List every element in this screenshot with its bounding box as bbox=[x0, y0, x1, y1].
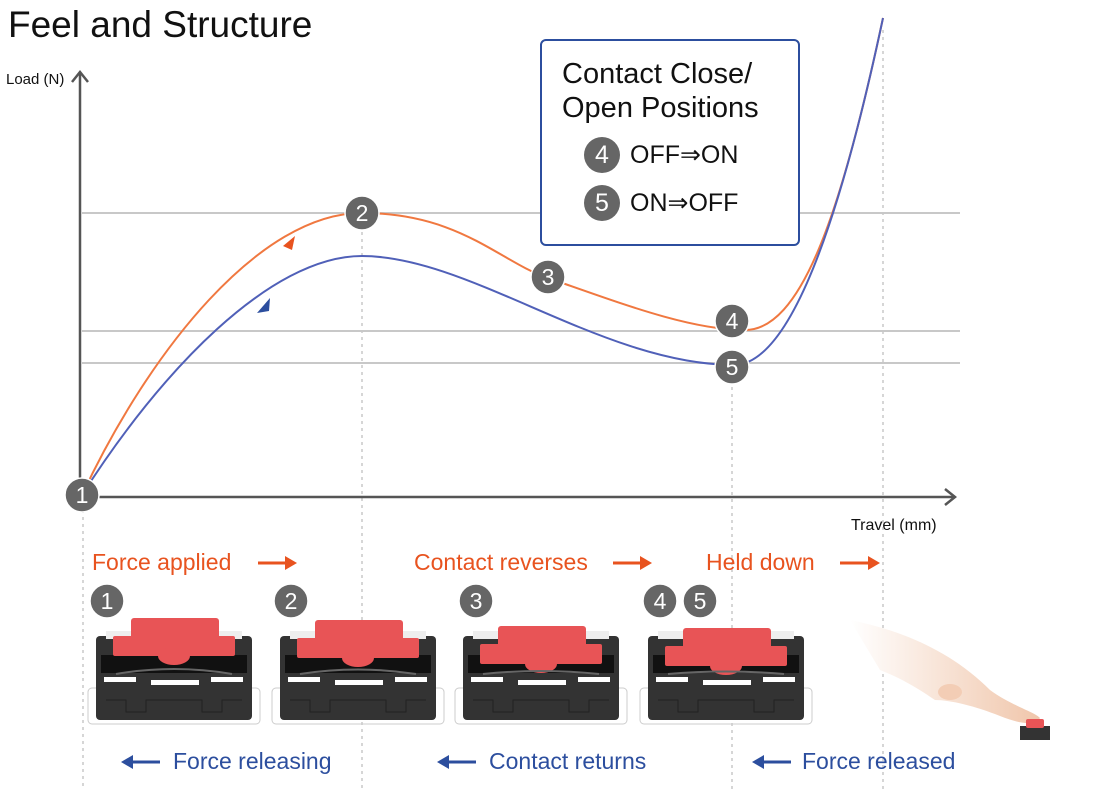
svg-text:4: 4 bbox=[726, 308, 739, 334]
badge-5: 5 bbox=[584, 185, 620, 221]
svg-text:2: 2 bbox=[285, 588, 298, 614]
finger-pressing-icon bbox=[850, 620, 1040, 724]
switch-cross-section-1 bbox=[87, 618, 261, 725]
legend-item-on-off: 5 ON⇒OFF bbox=[584, 185, 738, 221]
legend-item-off-on: 4 OFF⇒ON bbox=[584, 137, 738, 173]
switch-badge-1: 1 bbox=[89, 583, 125, 619]
left-arrow-icon bbox=[121, 755, 160, 769]
release-direction-arrow-icon bbox=[257, 298, 270, 313]
badge-4: 4 bbox=[584, 137, 620, 173]
curve-point-4: 4 bbox=[714, 303, 750, 339]
curve-point-2: 2 bbox=[344, 195, 380, 231]
legend-title-line2: Open Positions bbox=[562, 92, 759, 124]
svg-text:2: 2 bbox=[356, 200, 369, 226]
label-contact-returns: Contact returns bbox=[489, 748, 647, 774]
svg-text:4: 4 bbox=[654, 588, 667, 614]
contact-positions-legend: Contact Close/Open Positions 4 OFF⇒ON 5 ON… bbox=[540, 39, 800, 246]
left-arrow-icon bbox=[752, 755, 791, 769]
svg-text:5: 5 bbox=[694, 588, 707, 614]
switch-cross-section-4 bbox=[639, 628, 813, 725]
page-title: Feel and Structure bbox=[8, 4, 313, 45]
svg-text:3: 3 bbox=[542, 264, 555, 290]
y-axis-label: Load (N) bbox=[6, 71, 65, 88]
curve-point-3: 3 bbox=[530, 259, 566, 295]
small-switch-icon bbox=[1020, 719, 1050, 740]
legend-label: ON⇒OFF bbox=[630, 189, 739, 217]
y-axis-arrow-icon bbox=[71, 69, 89, 83]
svg-text:1: 1 bbox=[76, 482, 89, 508]
switch-badge-4: 4 bbox=[642, 583, 678, 619]
label-held-down: Held down bbox=[706, 549, 815, 575]
switch-badge-2: 2 bbox=[273, 583, 309, 619]
press-direction-arrow-icon bbox=[283, 236, 295, 250]
right-arrow-icon bbox=[840, 556, 880, 570]
switch-cross-section-3 bbox=[454, 626, 628, 725]
svg-text:3: 3 bbox=[470, 588, 483, 614]
right-arrow-icon bbox=[258, 556, 297, 570]
label-force-releasing: Force releasing bbox=[173, 748, 332, 774]
left-arrow-icon bbox=[437, 755, 476, 769]
switch-badge-3: 3 bbox=[458, 583, 494, 619]
release-curve bbox=[81, 17, 884, 496]
svg-text:5: 5 bbox=[726, 354, 739, 380]
x-axis-label: Travel (mm) bbox=[851, 517, 937, 534]
x-axis-arrow-icon bbox=[944, 488, 958, 506]
curve-point-5: 5 bbox=[714, 349, 750, 385]
legend-title-line1: Contact Close/ bbox=[562, 58, 753, 90]
label-force-applied: Force applied bbox=[92, 549, 232, 575]
label-contact-reverses: Contact reverses bbox=[414, 549, 588, 575]
right-arrow-icon bbox=[613, 556, 652, 570]
switch-cross-section-2 bbox=[271, 620, 445, 725]
svg-text:1: 1 bbox=[101, 588, 114, 614]
curve-point-1: 1 bbox=[64, 477, 100, 513]
legend-label: OFF⇒ON bbox=[630, 141, 739, 169]
switch-badge-5: 5 bbox=[682, 583, 718, 619]
label-force-released: Force released bbox=[802, 748, 956, 774]
